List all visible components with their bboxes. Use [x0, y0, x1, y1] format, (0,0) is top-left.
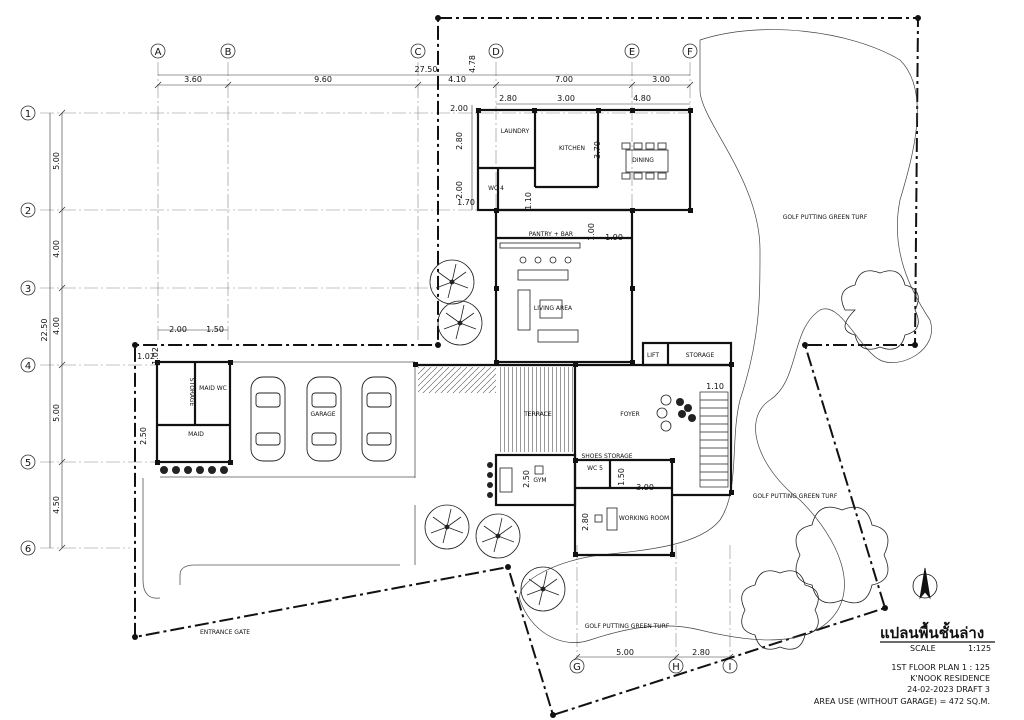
room-pantry: PANTRY + BAR: [529, 231, 573, 238]
dining-table: [621, 142, 669, 180]
grid-label-e: E: [629, 47, 635, 58]
dimension-lines: [49, 74, 730, 658]
dim-wc4-h2: 1.10: [524, 192, 533, 210]
north-arrow-icon: [912, 567, 938, 600]
title-line1: 1ST FLOOR PLAN 1 : 125: [891, 663, 990, 672]
room-maid: MAID: [188, 431, 204, 438]
dim-maid-c2: 1.02: [151, 347, 160, 365]
label-golf-bottom: GOLF PUTTING GREEN TURF: [585, 623, 670, 630]
dim-top-cd: 4.10: [448, 75, 466, 84]
dim-maid-a: 2.00: [169, 325, 187, 334]
room-maid-wc: MAID WC: [199, 385, 227, 392]
dim-left-56: 4.50: [52, 496, 61, 514]
dim-left-23: 4.00: [52, 240, 61, 258]
site-lines: [142, 361, 416, 599]
dim-d-top: 4.78: [468, 55, 477, 73]
room-laundry: LAUNDRY: [501, 128, 530, 135]
grid-label-i: I: [729, 662, 732, 673]
room-living: LIVING AREA: [534, 305, 573, 312]
title-line3: 24-02-2023 DRAFT 3: [907, 685, 990, 694]
putting-green-outline: [519, 29, 932, 643]
dim-maid-c: 1.02: [137, 352, 155, 361]
terrace-deck: [497, 367, 573, 452]
entry-paving: [418, 367, 496, 393]
title-scale-value: 1:125: [968, 644, 991, 653]
grid-column-markers: [150, 43, 738, 674]
grid-label-g: G: [573, 662, 581, 673]
garage-cars: [250, 376, 397, 462]
dim-lift-h: 1.10: [706, 382, 724, 391]
staircase: [699, 391, 729, 488]
dim-gym-h: 2.50: [522, 470, 531, 488]
working-room-desk: [499, 465, 618, 531]
grid-label-f: F: [687, 47, 693, 58]
dim-second-1: 2.80: [499, 94, 517, 103]
dim-overall-top: 27.50: [415, 65, 438, 74]
dim-pantry-h: 1.00: [587, 223, 596, 241]
room-kitchen: KITCHEN: [559, 145, 585, 152]
room-garage: GARAGE: [310, 411, 335, 418]
dim-top-bc: 9.60: [314, 75, 332, 84]
structural-columns: [155, 108, 734, 557]
dim-maid-b: 1.50: [206, 325, 224, 334]
dim-bottom-hi: 2.80: [692, 648, 710, 657]
dim-wc5-h: 1.50: [617, 468, 626, 486]
title-line2: K'NOOK RESIDENCE: [910, 674, 990, 683]
grid-row-markers: [20, 105, 36, 556]
title-line4: AREA USE (WITHOUT GARAGE) = 472 SQ.M.: [814, 697, 990, 706]
room-dining: DINING: [632, 157, 654, 164]
room-maid-storage: STORAGE: [188, 378, 195, 407]
dim-left-45: 5.00: [52, 404, 61, 422]
dim-second-3: 4.80: [633, 94, 651, 103]
living-furniture: [499, 242, 581, 343]
building-walls: [155, 108, 733, 557]
dim-wc4-w: 1.70: [457, 198, 475, 207]
dim-laundry-w: 2.00: [450, 104, 468, 113]
dim-wc4-h: 2.00: [455, 181, 464, 199]
room-shoes: SHOES STORAGE: [581, 453, 632, 460]
dim-top-de: 7.00: [555, 75, 573, 84]
title-thai: แปลนพื้นชั้นล่าง: [880, 621, 984, 642]
grid-label-h: H: [672, 662, 680, 673]
dim-top-ef: 3.00: [652, 75, 670, 84]
grid-label-a: A: [155, 47, 162, 58]
dim-laundry-h: 2.80: [455, 132, 464, 150]
label-entrance: ENTRANCE GATE: [200, 629, 250, 636]
label-golf-top: GOLF PUTTING GREEN TURF: [783, 214, 868, 221]
room-working: WORKING ROOM: [619, 515, 669, 522]
grid-label-6: 6: [25, 544, 31, 555]
title-block: แปลนพื้นชั้นล่าง SCALE 1:125 1ST FLOOR P…: [814, 621, 995, 706]
dim-overall-left: 22.50: [40, 319, 49, 342]
trees: [424, 259, 919, 650]
room-storage: STORAGE: [686, 352, 715, 359]
dim-bottom-gh: 5.00: [616, 648, 634, 657]
dim-maid-h: 2.50: [139, 427, 148, 445]
room-lift: LIFT: [647, 352, 659, 359]
grid-label-c: C: [415, 47, 422, 58]
shrubs: [160, 398, 696, 498]
dim-second-2: 3.00: [557, 94, 575, 103]
grid-label-d: D: [492, 47, 500, 58]
room-foyer: FOYER: [620, 411, 639, 418]
foyer-seating: [656, 394, 672, 432]
grid-label-4: 4: [25, 361, 31, 372]
grid-label-b: B: [225, 47, 232, 58]
grid-label-5: 5: [25, 458, 31, 469]
label-golf-right: GOLF PUTTING GREEN TURF: [753, 493, 838, 500]
property-boundary: [134, 17, 920, 717]
room-terrace: TERRACE: [523, 411, 552, 418]
room-wc5: WC 5: [587, 465, 603, 472]
dim-top-ab: 3.60: [184, 75, 202, 84]
boundary-nodes: [132, 15, 921, 718]
title-scale-label: SCALE: [910, 644, 936, 653]
dim-left-34: 4.00: [52, 317, 61, 335]
room-gym: GYM: [533, 477, 546, 484]
dim-work-h: 2.80: [581, 513, 590, 531]
grid-label-3: 3: [25, 284, 31, 295]
dim-left-12: 5.00: [52, 152, 61, 170]
room-wc4: WC 4: [488, 185, 504, 192]
grid-label-1: 1: [25, 109, 31, 120]
grid-label-2: 2: [25, 206, 31, 217]
